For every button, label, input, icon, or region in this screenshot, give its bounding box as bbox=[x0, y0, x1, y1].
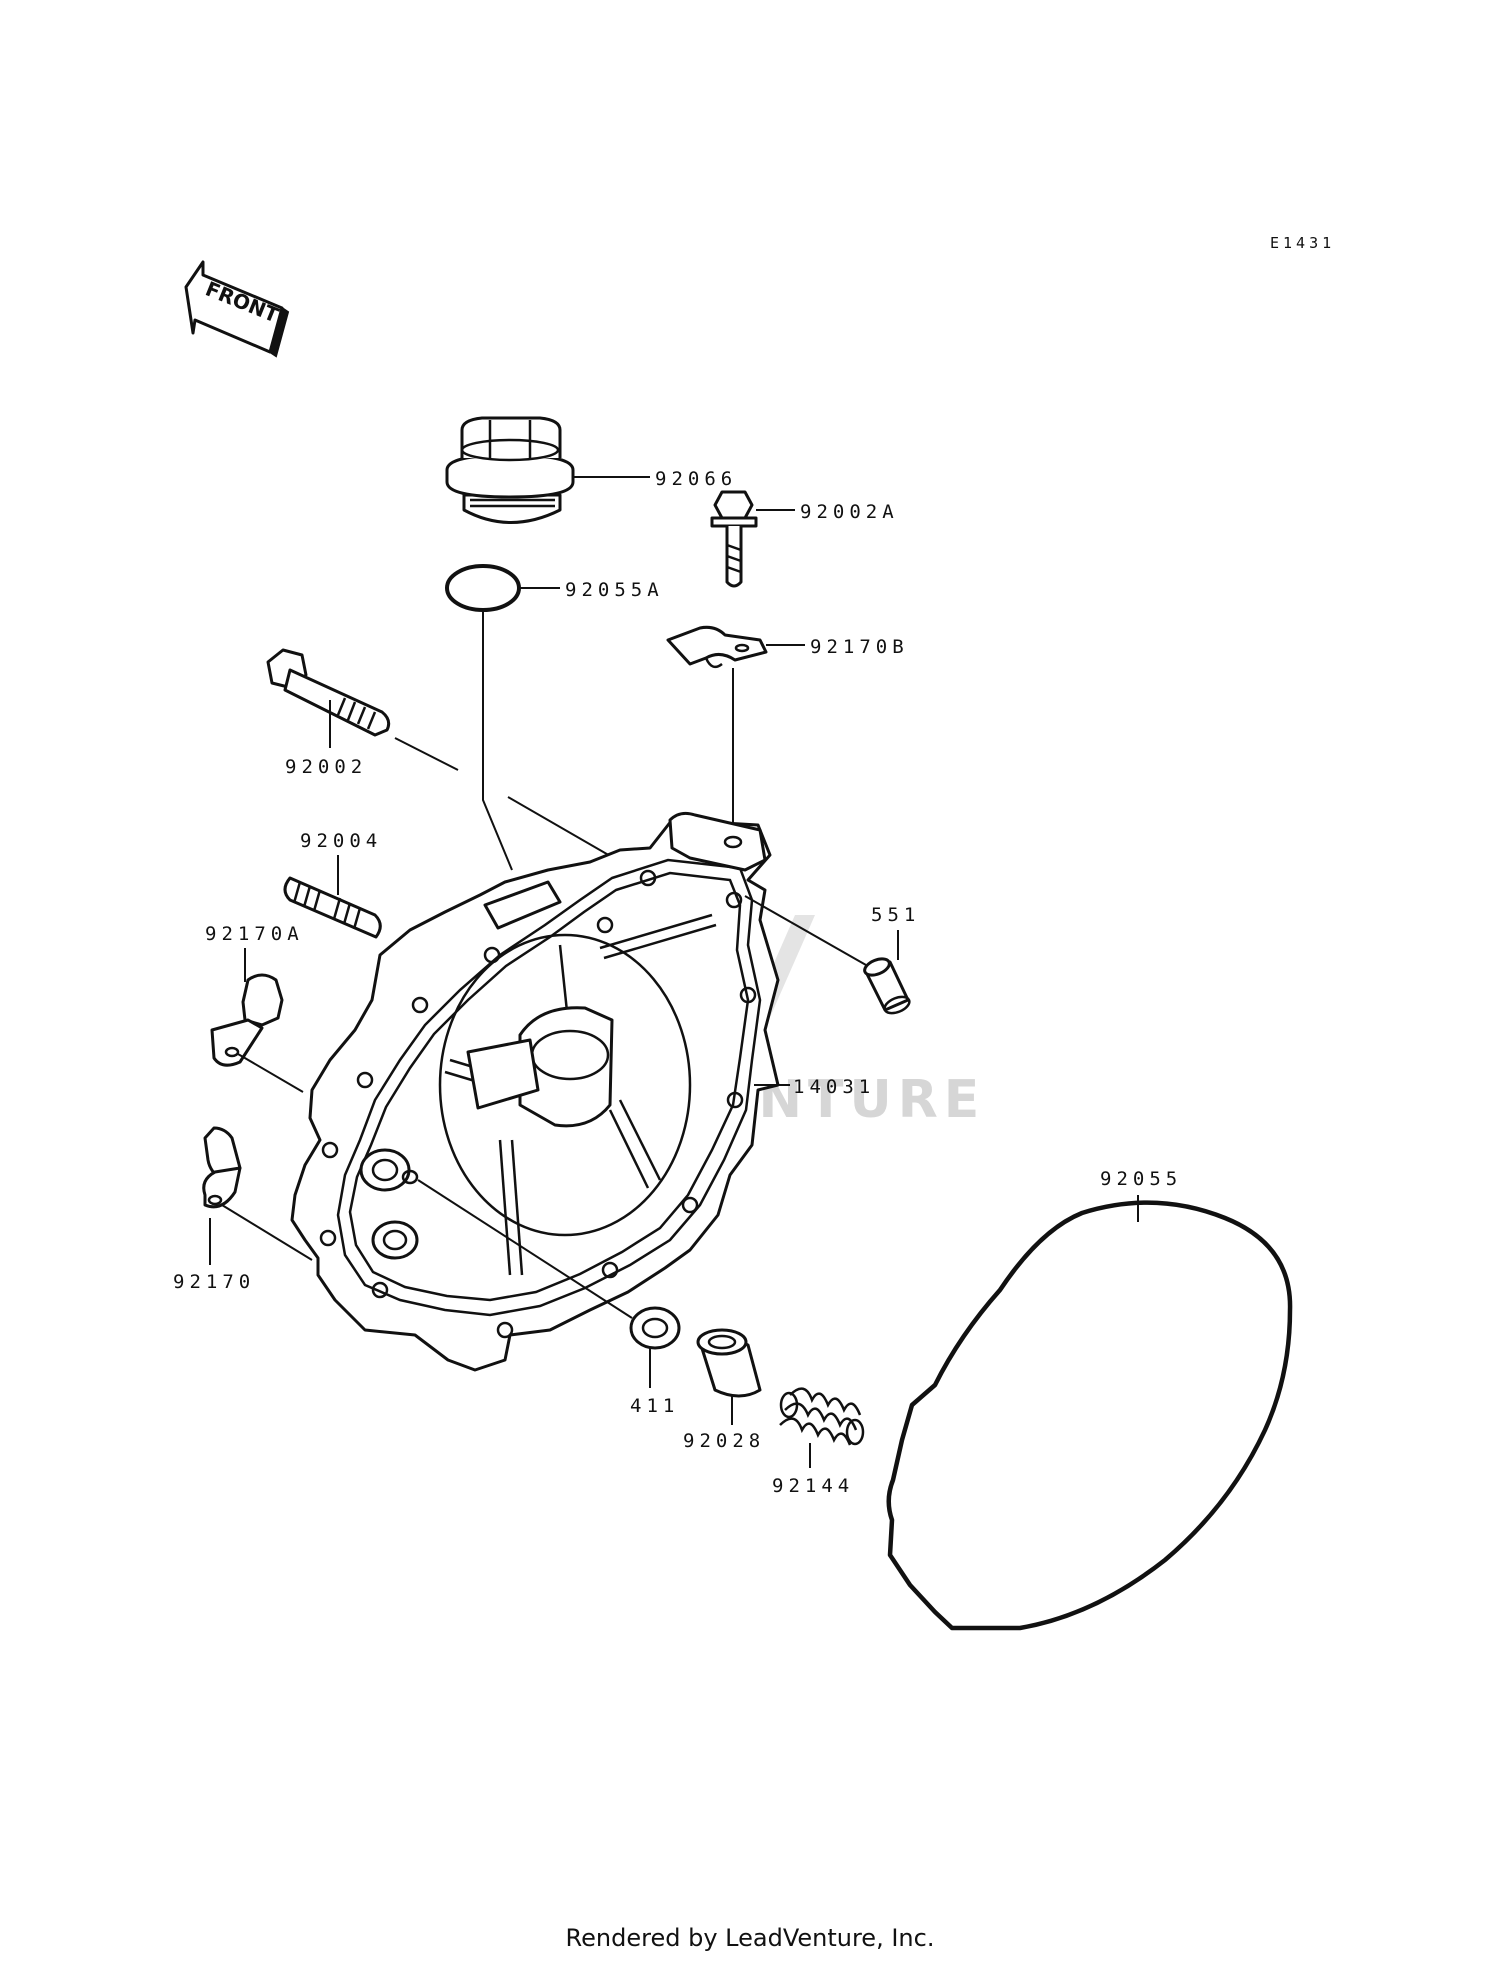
part-92066-plug-icon bbox=[445, 416, 575, 524]
footer-credit: Rendered by LeadVenture, Inc. bbox=[566, 1924, 935, 1952]
label-92066: 92066 bbox=[655, 468, 737, 490]
leader-92055A-to-case bbox=[482, 612, 513, 871]
part-551-collar-icon bbox=[863, 957, 911, 1015]
label-92144: 92144 bbox=[772, 1475, 854, 1497]
label-92002A: 92002A bbox=[800, 501, 899, 523]
label-92028: 92028 bbox=[683, 1430, 765, 1452]
part-92002-bolt-icon bbox=[266, 648, 391, 737]
label-92002: 92002 bbox=[285, 756, 367, 778]
part-92028-bushing-icon bbox=[696, 1328, 762, 1398]
part-411-washer-icon bbox=[629, 1306, 681, 1350]
part-92002A-bolt-icon bbox=[710, 490, 758, 588]
label-92055: 92055 bbox=[1100, 1168, 1182, 1190]
leader-92170-to-case bbox=[221, 1204, 313, 1261]
leader-92170A-to-case bbox=[237, 1053, 304, 1093]
leader-92002-axis-a bbox=[394, 737, 459, 771]
leader-92002-axis-b bbox=[507, 796, 613, 858]
part-92170B-clamp-icon bbox=[666, 625, 768, 669]
part-92170A-clamp-icon bbox=[210, 973, 284, 1067]
label-92004: 92004 bbox=[300, 830, 382, 852]
part-92055-gasket-icon bbox=[886, 1200, 1293, 1631]
part-92144-spring-icon bbox=[779, 1387, 865, 1446]
diagram-code: E1431 bbox=[1270, 234, 1335, 252]
label-92170: 92170 bbox=[173, 1271, 255, 1293]
part-92170-clamp-icon bbox=[202, 1126, 242, 1209]
label-551: 551 bbox=[871, 904, 920, 926]
front-arrow-icon: FRONT bbox=[184, 260, 290, 358]
part-92004-stud-icon bbox=[283, 876, 382, 939]
label-14031: 14031 bbox=[793, 1076, 875, 1098]
part-92055A-oring-icon bbox=[445, 564, 521, 612]
leader-551-to-case bbox=[744, 895, 867, 966]
label-411: 411 bbox=[630, 1395, 679, 1417]
part-14031-clutch-cover-icon bbox=[290, 811, 780, 1372]
leader-411-to-case bbox=[417, 1179, 633, 1319]
label-92055A: 92055A bbox=[565, 579, 664, 601]
label-92170B: 92170B bbox=[810, 636, 909, 658]
label-92170A: 92170A bbox=[205, 923, 304, 945]
